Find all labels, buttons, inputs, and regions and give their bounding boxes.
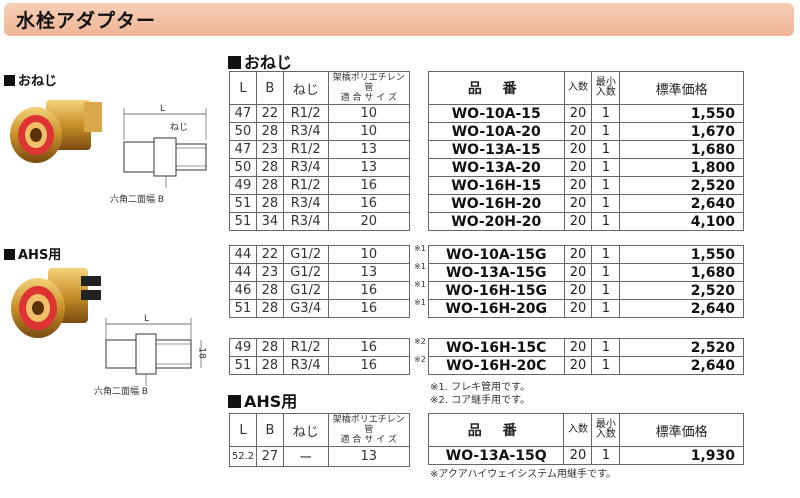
col-B: B — [255, 71, 284, 105]
col-L: L — [229, 71, 257, 105]
col-pipe-size: 架橋ポリエチレン管適 合 サ イ ズ — [327, 71, 411, 105]
note-2: ※2. コア継手用です。 — [430, 395, 531, 406]
dim-hex-label-2: 六角二面幅 B — [94, 387, 149, 397]
heading-ahs: AHS用 — [228, 388, 297, 412]
spec-table-ahs: L B ねじ 架橋ポリエチレン管適 合 サ イ ズ 52.2 27 ー 13 — [229, 413, 411, 467]
dim-neji-label: ねじ — [170, 123, 189, 133]
section-label-ahs: AHS用 — [4, 244, 61, 263]
dim-18-label: 18 — [196, 347, 207, 359]
footnote-mark: ※1 — [414, 262, 426, 271]
ahs-spec-row: 52.2 27 ー 13 — [229, 446, 411, 467]
footnote-mark: ※2 — [414, 337, 426, 346]
oneji-adapter-diagram — [123, 108, 207, 188]
ahs-adapter-photo — [11, 268, 101, 338]
col-irisu: 入数 — [563, 71, 593, 105]
price-table-header: 品 番 入数 最小入数 標準価格 — [428, 71, 744, 105]
col-price: 標準価格 — [619, 71, 744, 105]
spec-table-header: L B ねじ 架橋ポリエチレン管適 合 サ イ ズ — [229, 71, 411, 105]
oneji-adapter-photo — [10, 100, 102, 163]
col-hinban: 品 番 — [428, 71, 565, 105]
dim-L-label-1: L — [160, 104, 166, 114]
ahs-price-header: 品 番 入数 最小入数 標準価格 — [427, 413, 744, 447]
price-table-ahs: 品 番 入数 最小入数 標準価格 WO-13A-15Q 20 1 1,930 — [427, 413, 744, 465]
dim-hex-label-1: 六角二面幅 B — [110, 195, 165, 205]
ahs-price-row: WO-13A-15Q 20 1 1,930 — [427, 446, 744, 465]
footnote-mark: ※1 — [414, 280, 426, 289]
footnote-mark: ※2 — [414, 355, 426, 364]
heading-oneji: おねじ — [228, 49, 292, 73]
dim-L-label-2: L — [144, 314, 150, 324]
ahs-adapter-diagram — [105, 318, 202, 386]
page-title: 水栓アダプター — [16, 10, 157, 32]
footnote-mark: ※1 — [414, 244, 426, 253]
col-min-irisu: 最小入数 — [591, 71, 621, 105]
note-1: ※1. フレキ管用です。 — [430, 382, 531, 393]
footnote-mark: ※1 — [414, 298, 426, 307]
ahs-spec-header: L B ねじ 架橋ポリエチレン管適 合 サ イ ズ — [229, 413, 411, 447]
title-bar: 水栓アダプター — [4, 3, 794, 36]
section-label-oneji: おねじ — [4, 70, 57, 89]
note-3: ※アクアハイウェイシステム用継手です。 — [430, 469, 616, 480]
col-neji: ねじ — [282, 71, 329, 105]
